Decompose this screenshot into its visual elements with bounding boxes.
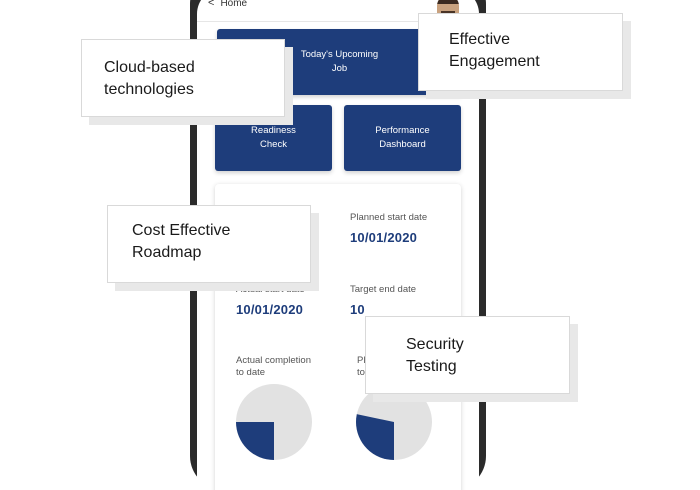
target-end-value: 10 bbox=[350, 302, 365, 317]
actual-completion-pie bbox=[236, 384, 312, 460]
back-link[interactable]: < Home bbox=[208, 0, 247, 9]
planned-completion-label-line2: to bbox=[357, 367, 365, 378]
planned-start-label: Planned start date bbox=[350, 212, 428, 223]
actual-start-value: 10/01/2020 bbox=[236, 302, 304, 317]
cloud-based-technologies-card: Cloud-based technologies bbox=[81, 39, 285, 117]
actual-completion-pie-slice bbox=[236, 422, 274, 460]
planned-completion-pie bbox=[356, 384, 432, 460]
cost-effective-roadmap-card: Cost Effective Roadmap bbox=[107, 205, 311, 283]
actual-start-label: Actual start date bbox=[236, 284, 305, 295]
planned-completion-pie-slice bbox=[356, 414, 394, 460]
actual-completion-label: Actual completion to date bbox=[236, 355, 311, 378]
security-testing-card: Security Testing bbox=[365, 316, 570, 394]
effective-engagement-card: Effective Engagement bbox=[418, 13, 623, 91]
planned-completion-label-line1: Pl bbox=[357, 355, 366, 366]
target-end-label: Target end date bbox=[350, 284, 417, 295]
chevron-left-icon: < bbox=[208, 0, 215, 9]
planned-start-value: 10/01/2020 bbox=[350, 230, 418, 245]
performance-dashboard-tile[interactable]: Performance Dashboard bbox=[344, 105, 461, 171]
back-label: Home bbox=[220, 0, 248, 9]
